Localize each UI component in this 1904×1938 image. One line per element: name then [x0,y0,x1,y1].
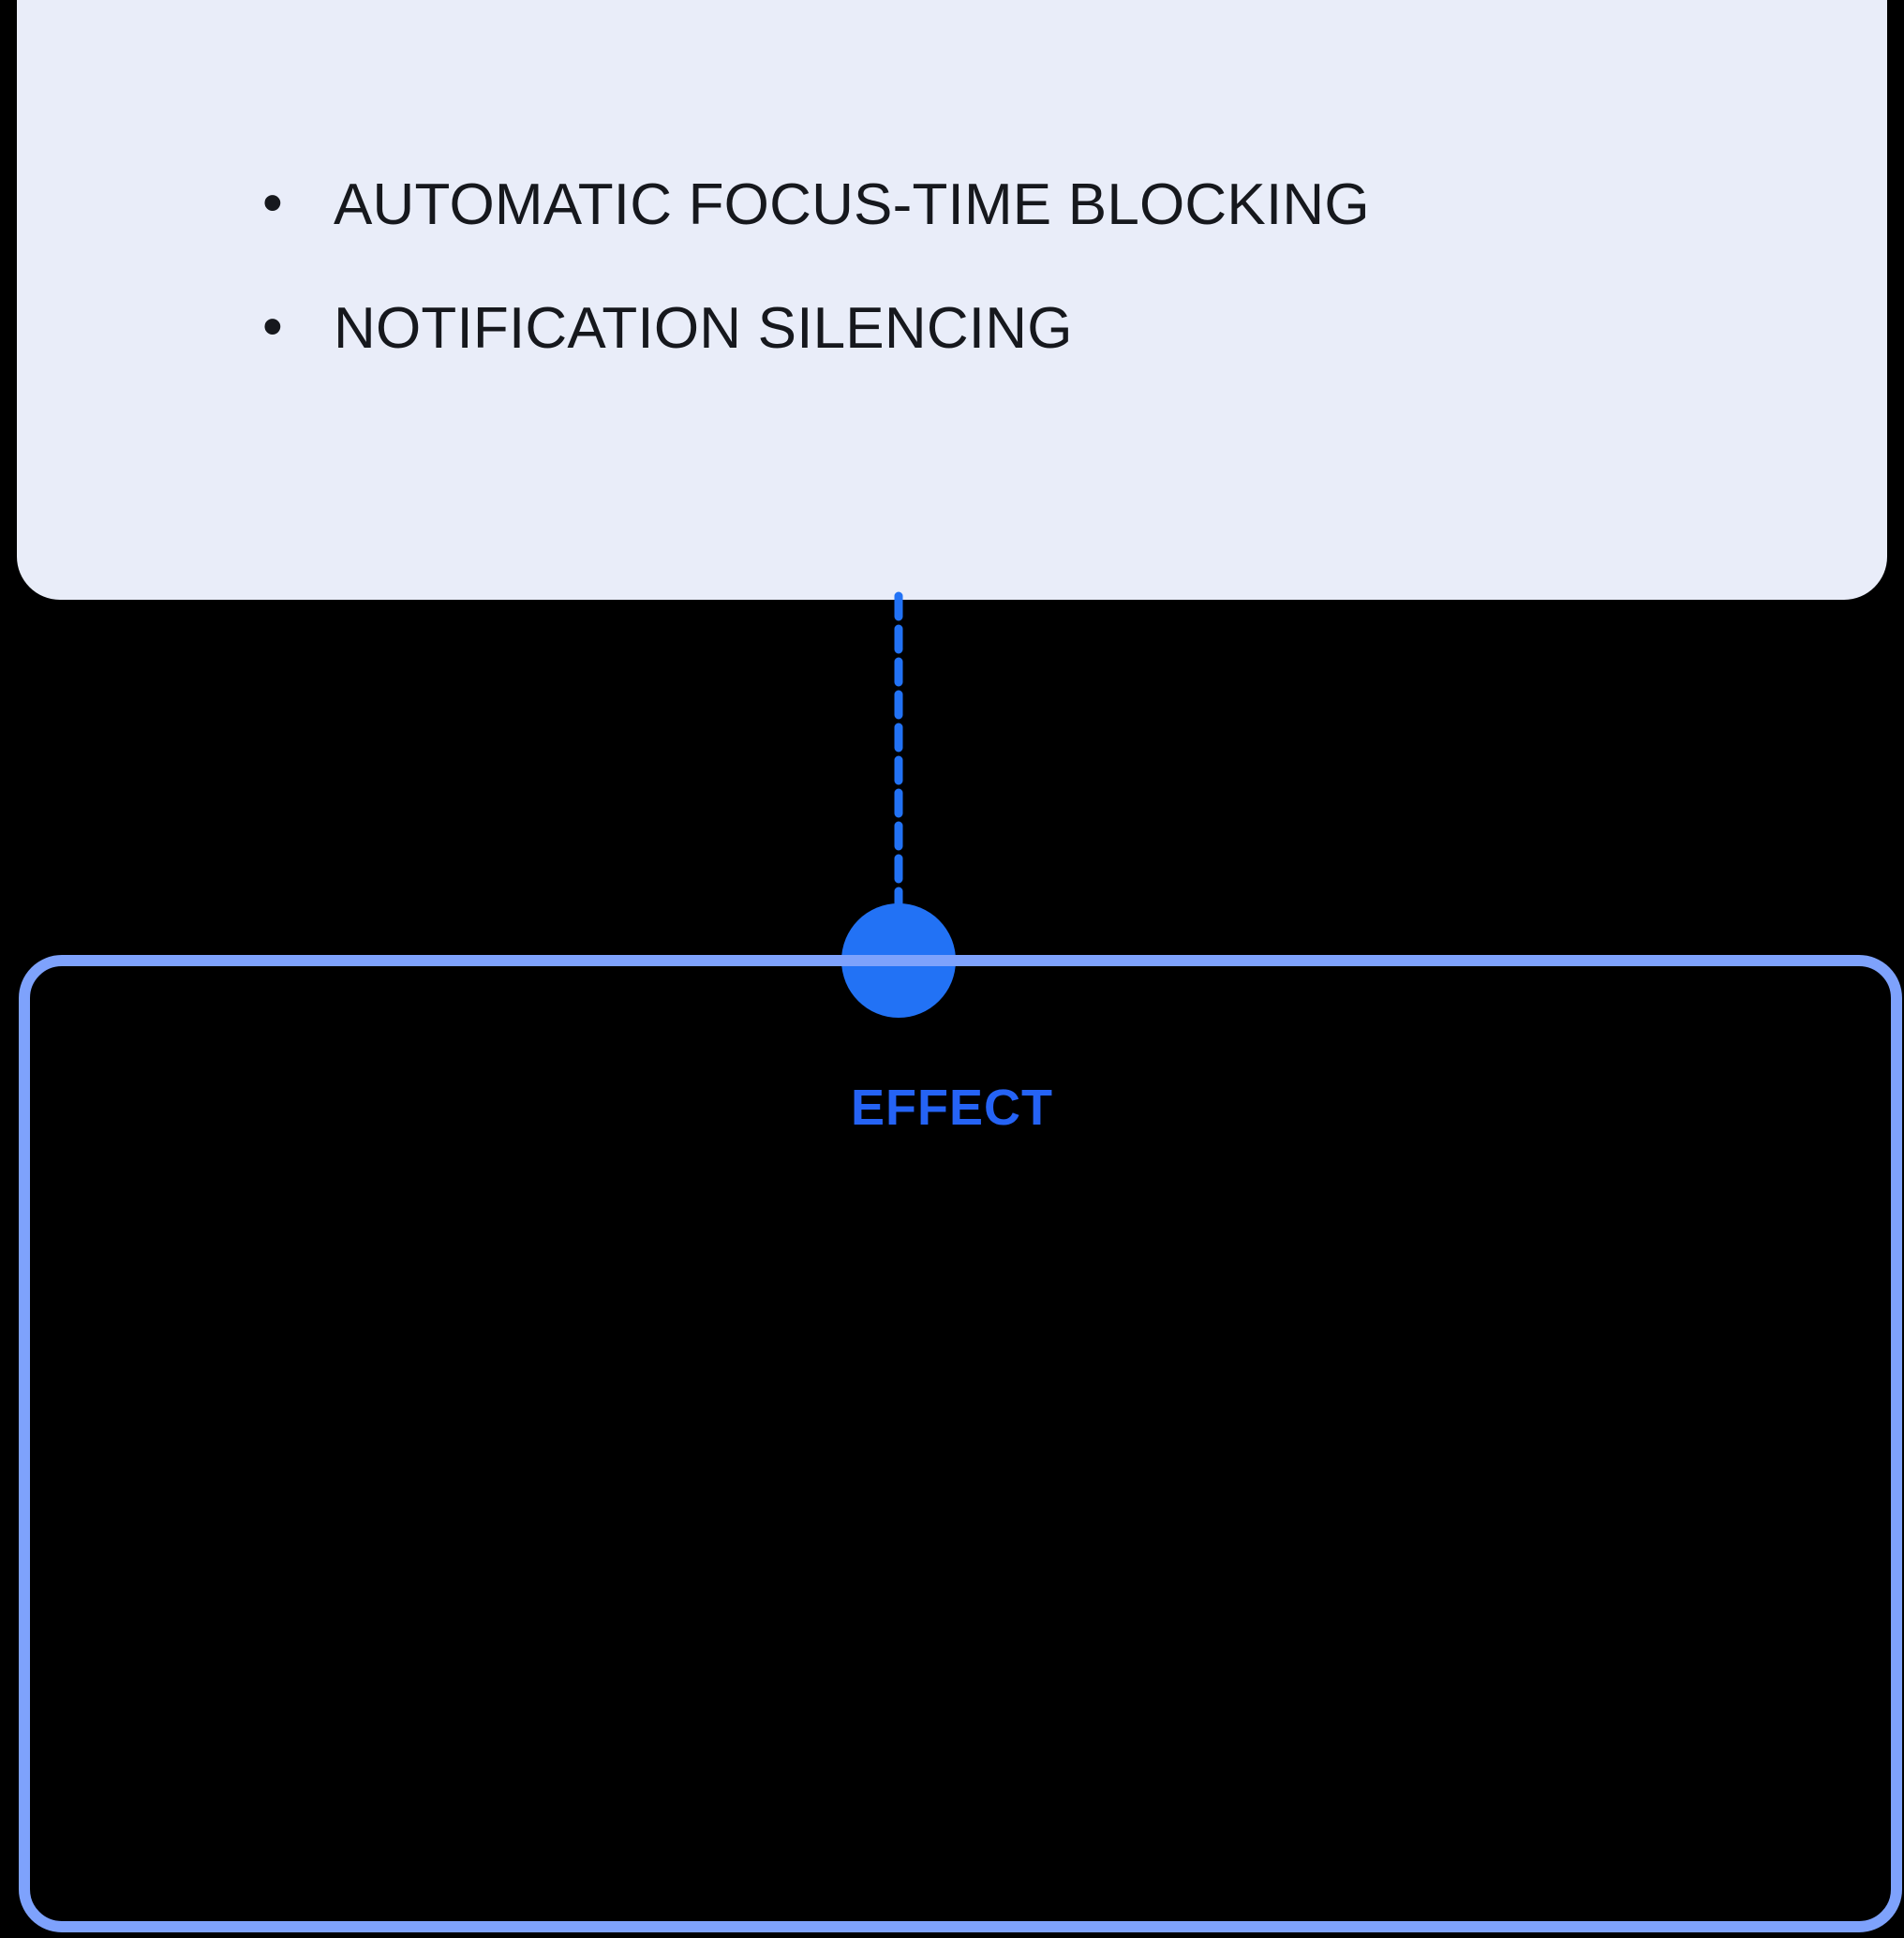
list-item: • NOTIFICATION SILENCING [262,294,1370,424]
cause-bullet-list: • AUTOMATIC FOCUS-TIME BLOCKING • NOTIFI… [262,171,1370,424]
cause-item-label: NOTIFICATION SILENCING [334,296,1073,361]
bullet-point-icon: • [262,171,283,235]
cause-item-label: AUTOMATIC FOCUS-TIME BLOCKING [334,172,1370,237]
effect-label: EFFECT [851,1080,1053,1136]
list-item: • AUTOMATIC FOCUS-TIME BLOCKING [262,171,1370,300]
bullet-point-icon: • [262,294,283,359]
effect-card [19,955,1902,1932]
cause-card: • AUTOMATIC FOCUS-TIME BLOCKING • NOTIFI… [17,0,1887,600]
